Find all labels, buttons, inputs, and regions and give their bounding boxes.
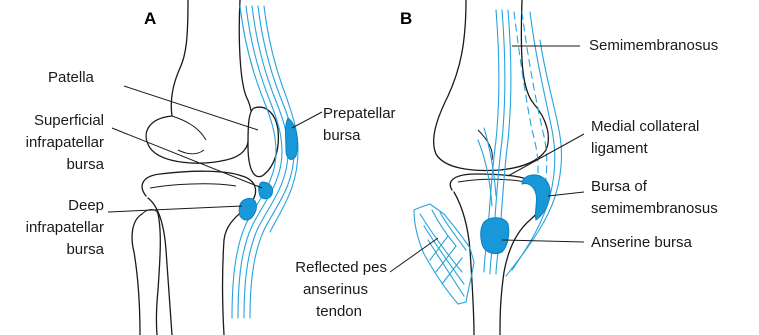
label-bursa-semimembranosus-2: semimembranosus: [591, 200, 718, 217]
tibia-a-plateau: [150, 184, 236, 188]
leader-mcl: [508, 134, 584, 176]
leader-deep: [108, 206, 242, 212]
femur-b: [434, 0, 549, 170]
label-mcl-2: ligament: [591, 140, 649, 157]
panel-b-letter: B: [400, 9, 412, 28]
tibia-b-medial: [454, 192, 474, 335]
label-deep-3: bursa: [66, 241, 104, 258]
semimembranosus-tendon: [506, 12, 562, 276]
deep-infrapatellar-bursa: [239, 198, 256, 219]
label-prepatellar-2: bursa: [323, 127, 361, 144]
leader-bursa-semimembranosus: [548, 192, 584, 196]
label-pes-1: Reflected pes: [295, 259, 387, 276]
bursa-of-semimembranosus: [522, 175, 550, 220]
superficial-infrapatellar-bursa: [259, 182, 273, 199]
label-deep-2: infrapatellar: [26, 219, 104, 236]
patella-a: [248, 107, 278, 177]
prepatellar-bursa: [286, 118, 298, 159]
label-superficial-3: bursa: [66, 156, 104, 173]
panel-a-letter: A: [144, 9, 156, 28]
label-deep-1: Deep: [68, 197, 104, 214]
label-semimembranosus: Semimembranosus: [589, 37, 718, 54]
femur-a-condyle-line: [172, 116, 206, 154]
label-superficial-1: Superficial: [34, 112, 104, 129]
label-mcl-1: Medial collateral: [591, 118, 699, 135]
panel-b: B: [295, 0, 718, 335]
label-patella: Patella: [48, 69, 95, 86]
anserine-bursa: [481, 218, 509, 254]
fibula-a: [132, 214, 160, 335]
leader-prepatellar: [292, 112, 322, 128]
leader-patella: [124, 86, 258, 130]
leader-pes: [390, 238, 438, 272]
label-superficial-2: infrapatellar: [26, 134, 104, 151]
label-anserine: Anserine bursa: [591, 234, 693, 251]
label-prepatellar-1: Prepatellar: [323, 105, 396, 122]
label-pes-2: anserinus: [303, 281, 368, 298]
leader-superficial: [112, 128, 262, 188]
label-bursa-semimembranosus-1: Bursa of: [591, 178, 648, 195]
label-pes-3: tendon: [316, 303, 362, 320]
femur-a: [146, 0, 252, 163]
